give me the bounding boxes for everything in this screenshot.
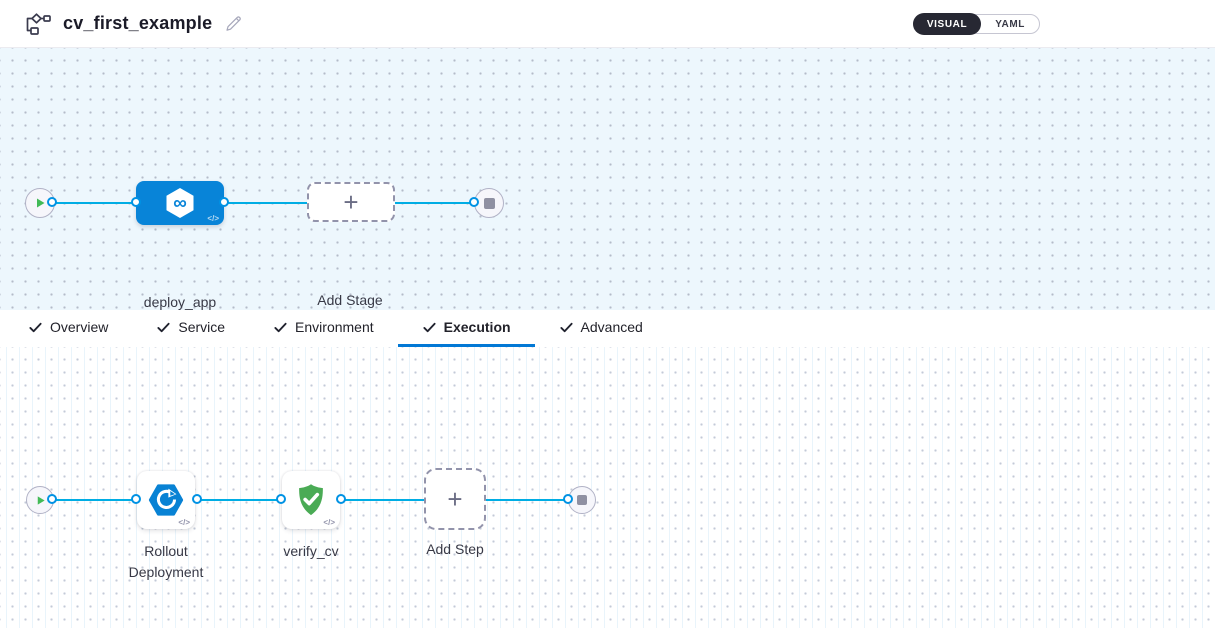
- add-stage-button[interactable]: +: [307, 182, 395, 222]
- view-toggle: VISUAL YAML: [912, 13, 1040, 35]
- connector-dot: [219, 197, 229, 207]
- code-icon: </>: [323, 518, 335, 527]
- cd-service-hexagon-icon: ∞: [166, 188, 194, 218]
- connector-dot: [131, 494, 141, 504]
- tab-label: Environment: [295, 319, 374, 335]
- check-icon: [157, 322, 170, 332]
- code-icon: </>: [178, 518, 190, 527]
- check-icon: [29, 322, 42, 332]
- connector-dot: [469, 197, 479, 207]
- infinity-glyph: ∞: [173, 192, 187, 214]
- check-icon: [559, 322, 573, 332]
- execution-canvas[interactable]: </> Rollout Deployment </> verify_cv + A…: [0, 347, 1215, 628]
- step-node-rollout-deployment[interactable]: </>: [137, 471, 195, 529]
- stage-node-deploy-app[interactable]: ∞ </>: [136, 181, 224, 225]
- edge: [197, 499, 281, 501]
- stage-label: deploy_app: [143, 294, 217, 310]
- edit-title-icon[interactable]: [224, 14, 243, 33]
- edge: [52, 202, 136, 204]
- add-stage-label: Add Stage: [317, 292, 383, 308]
- step-node-verify-cv[interactable]: </>: [282, 471, 340, 529]
- edge: [341, 499, 424, 501]
- step-label: Rollout Deployment: [128, 543, 204, 580]
- tab-label: Service: [178, 319, 226, 335]
- yaml-toggle-button[interactable]: YAML: [981, 14, 1039, 34]
- check-icon: [423, 322, 436, 332]
- stage-canvas[interactable]: ∞ </> deploy_app + Add Stage: [0, 48, 1215, 310]
- plus-icon: +: [447, 484, 463, 514]
- add-step-label: Add Step: [426, 541, 484, 557]
- verify-shield-icon: [299, 484, 323, 516]
- tab-advanced[interactable]: Advanced: [535, 310, 667, 347]
- connector-dot: [131, 197, 141, 207]
- pipeline-end-node: [474, 188, 504, 218]
- pipeline-flowchart-icon: [24, 12, 51, 36]
- visual-toggle-button[interactable]: VISUAL: [912, 13, 982, 35]
- edge: [52, 499, 136, 501]
- play-icon: [37, 198, 45, 208]
- stage-config-tabs: Overview Service Environment Execution A…: [0, 310, 1215, 347]
- code-icon: </>: [207, 214, 219, 223]
- plus-icon: +: [343, 187, 359, 217]
- tab-service[interactable]: Service: [132, 310, 249, 347]
- tab-label: Advanced: [580, 319, 643, 335]
- tab-overview[interactable]: Overview: [4, 310, 132, 347]
- connector-dot: [47, 197, 57, 207]
- check-icon: [274, 322, 287, 332]
- edge: [224, 202, 308, 204]
- tab-environment[interactable]: Environment: [249, 310, 398, 347]
- tab-label: Overview: [50, 319, 109, 335]
- connector-dot: [192, 494, 202, 504]
- connector-dot: [276, 494, 286, 504]
- add-step-button[interactable]: +: [424, 468, 486, 530]
- stop-icon: [577, 495, 587, 505]
- page-title: cv_first_example: [63, 13, 213, 33]
- pipeline-header: cv_first_example VISUAL YAML: [0, 0, 1215, 48]
- tab-label: Execution: [443, 319, 511, 335]
- connector-dot: [336, 494, 346, 504]
- edge: [395, 202, 474, 204]
- connector-dot: [563, 494, 573, 504]
- tab-execution[interactable]: Execution: [397, 310, 535, 347]
- edge: [486, 499, 568, 501]
- play-icon: [37, 495, 45, 505]
- connector-dot: [47, 494, 57, 504]
- rollout-deployment-icon: [148, 484, 184, 516]
- stop-icon: [483, 197, 495, 209]
- step-label: verify_cv: [283, 543, 339, 559]
